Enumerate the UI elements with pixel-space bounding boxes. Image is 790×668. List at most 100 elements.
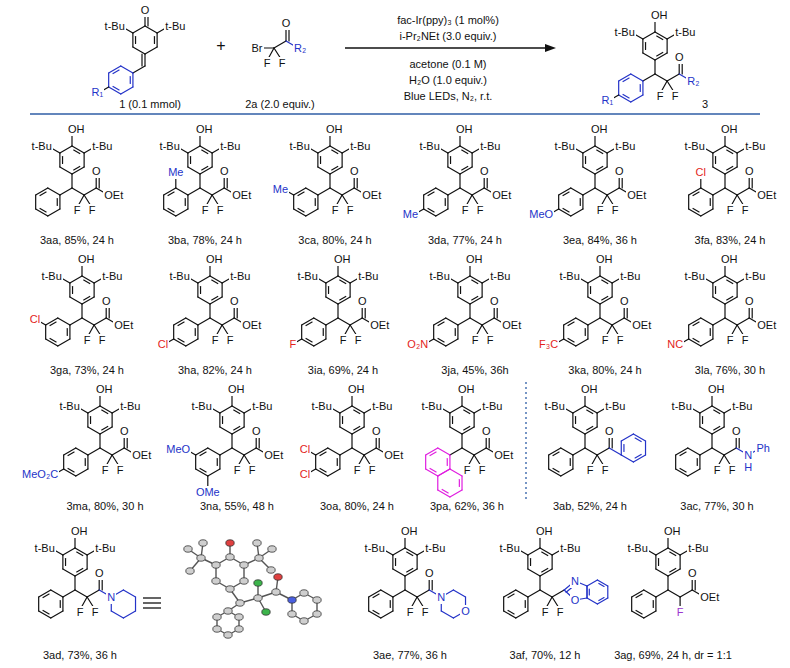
- bond-line: [676, 448, 688, 455]
- bond-line: [725, 146, 737, 153]
- bond-line: [725, 167, 737, 174]
- bond-line: [198, 276, 210, 283]
- bond-line: [459, 480, 460, 487]
- bond-line: [549, 448, 561, 455]
- atom-label: O: [460, 605, 471, 618]
- bond-line: [212, 153, 213, 167]
- bond-line: [464, 410, 470, 413]
- bond-line: [462, 406, 474, 413]
- bond-line: [328, 448, 340, 455]
- bond-line: [607, 586, 608, 598]
- bond-line: [700, 427, 712, 434]
- bond-line: [460, 287, 461, 294]
- bond-line: [676, 469, 688, 476]
- bond-line: [77, 552, 83, 555]
- compound-caption: 3ae, 77%, 36 h: [372, 649, 448, 662]
- bond-line: [715, 157, 716, 164]
- bond-line: [450, 490, 462, 497]
- bond-line: [701, 209, 713, 216]
- bond-line: [88, 427, 100, 434]
- bond-line: [337, 459, 338, 466]
- bond-line: [198, 318, 210, 325]
- atom-label: O₂N: [406, 338, 429, 351]
- crystal-atom: [274, 574, 282, 580]
- bond-line: [643, 32, 655, 39]
- bond-line: [563, 208, 569, 211]
- bond-line: [688, 195, 689, 209]
- atom-label: O: [604, 425, 615, 438]
- bond-line: [584, 434, 585, 448]
- bond-line: [436, 188, 448, 195]
- bond-line: [94, 283, 95, 297]
- bond-line: [642, 39, 643, 53]
- bond-line: [368, 597, 369, 611]
- bond-line: [373, 610, 379, 613]
- bond-line: [318, 146, 330, 153]
- bond-line: [599, 598, 604, 601]
- atom-label: N: [106, 591, 116, 604]
- atom-label: F: [656, 90, 665, 103]
- bond-line: [381, 590, 393, 597]
- bond-line: [354, 410, 360, 413]
- bond-line: [70, 276, 82, 283]
- atom-label: OEt: [491, 189, 512, 202]
- atom-label: F: [671, 90, 680, 103]
- atom-label: NC: [666, 338, 684, 351]
- bond-line: [595, 188, 607, 195]
- bond-line: [145, 47, 157, 54]
- bond-line: [712, 195, 713, 209]
- atom-label: OEt: [361, 189, 382, 202]
- compound-caption: 3: [701, 98, 709, 111]
- bond-line: [244, 413, 245, 427]
- atom-label: Cl: [299, 443, 311, 456]
- bond-line: [423, 195, 424, 209]
- bond-line: [220, 448, 232, 455]
- bond-line: [186, 339, 198, 346]
- bond-line: [448, 146, 460, 153]
- bond-line: [141, 54, 142, 66]
- atom-label: OEt: [383, 449, 404, 462]
- atom-label: OEt: [493, 449, 514, 462]
- atom-label: O: [357, 295, 368, 308]
- bond-line: [438, 322, 444, 325]
- bond-line: [430, 452, 436, 455]
- bond-line: [426, 469, 438, 476]
- bond-line: [712, 325, 713, 339]
- bond-line: [563, 325, 564, 339]
- bond-line: [724, 265, 725, 276]
- bond-line: [737, 188, 749, 195]
- atom-label: t-Bu: [674, 26, 696, 39]
- bond-line: [688, 448, 700, 455]
- atom-label: OH: [227, 383, 246, 396]
- bond-line: [525, 601, 526, 608]
- atom-label: t-Bu: [424, 542, 446, 555]
- bond-line: [446, 318, 458, 325]
- atom-label: MeO: [528, 208, 554, 221]
- compound-caption: 2a (2.0 equiv.): [244, 98, 316, 111]
- bond-line: [561, 448, 573, 455]
- atom-label: F: [601, 464, 610, 477]
- atom-label: R₁: [91, 86, 105, 99]
- bond-line: [527, 597, 528, 611]
- bond-line: [48, 209, 60, 216]
- bond-line: [329, 135, 330, 146]
- bond-line: [68, 452, 74, 455]
- bond-line: [612, 283, 613, 297]
- crystal-atom: [226, 586, 234, 592]
- bond-line: [39, 590, 51, 597]
- bond-line: [588, 276, 600, 283]
- atom-label: O: [281, 17, 292, 30]
- bond-line: [208, 448, 220, 455]
- atom-label: F: [741, 334, 750, 347]
- atom-label: F: [211, 334, 220, 347]
- bond-line: [407, 552, 413, 555]
- bond-line: [540, 548, 552, 555]
- bond-line: [449, 455, 450, 469]
- atom-label: t-Bu: [219, 140, 241, 153]
- atom-label: OH: [70, 525, 89, 538]
- atom-label: t-Bu: [191, 400, 213, 413]
- bond-line: [589, 589, 590, 595]
- atom-label: t-Bu: [419, 140, 441, 153]
- bond-line: [393, 548, 405, 555]
- atom-label: Cl: [695, 166, 707, 179]
